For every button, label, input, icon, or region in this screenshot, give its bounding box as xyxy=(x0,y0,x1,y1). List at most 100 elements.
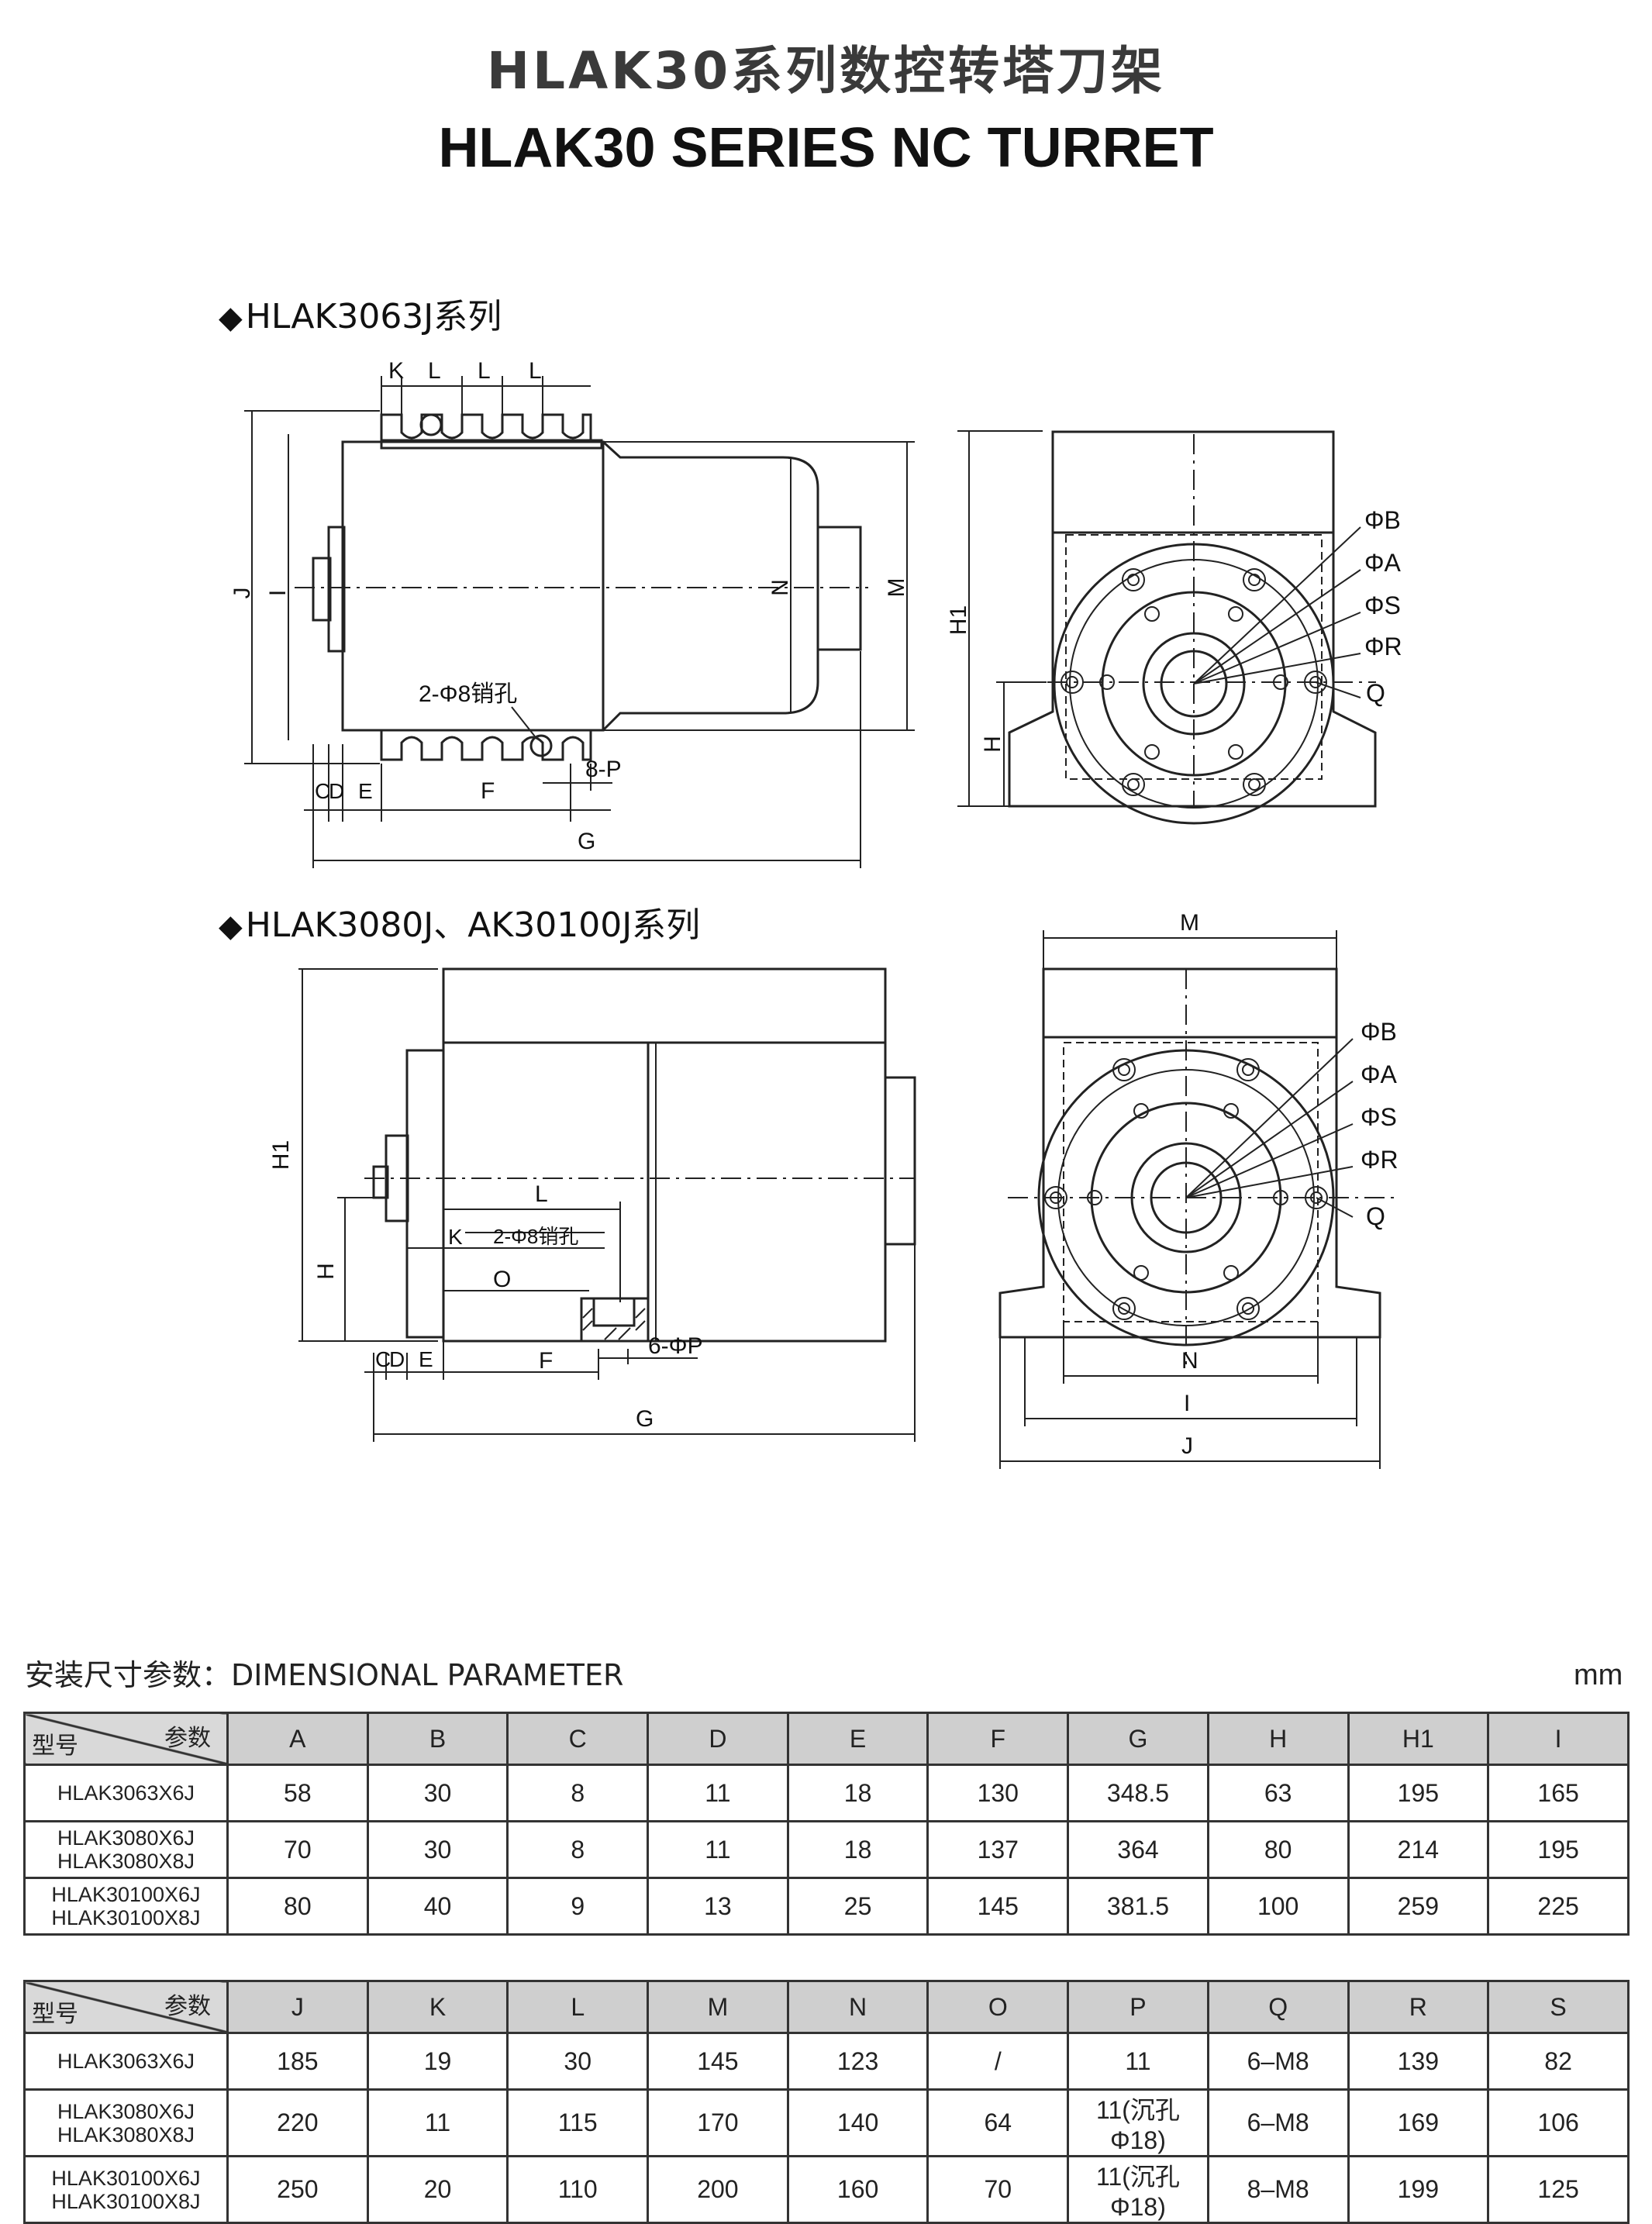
value-cell: 11 xyxy=(647,1764,789,1822)
column-header: Q xyxy=(1206,1980,1350,2034)
value-cell: 115 xyxy=(506,2088,650,2157)
value-cell: 100 xyxy=(1206,1877,1350,1936)
column-header: M xyxy=(647,1980,789,2034)
value-cell: 364 xyxy=(1067,1820,1209,1879)
label-f: F xyxy=(539,1348,553,1374)
label-phi-a: ΦA xyxy=(1364,549,1402,577)
value-cell: 137 xyxy=(926,1820,1070,1879)
corner-model-label: 型号 xyxy=(32,1733,78,1760)
value-cell: 165 xyxy=(1487,1764,1630,1822)
label-q: Q xyxy=(1366,679,1385,707)
column-header: L xyxy=(506,1980,650,2034)
label-d: D xyxy=(329,779,344,803)
value-cell: 18 xyxy=(786,1820,929,1879)
column-header: I xyxy=(1487,1712,1630,1766)
label-c: C xyxy=(315,779,330,803)
value-cell: 381.5 xyxy=(1067,1877,1209,1936)
label-phi-r: ΦR xyxy=(1361,1146,1399,1174)
value-cell: 8–M8 xyxy=(1206,2155,1350,2224)
column-header: R xyxy=(1347,1980,1490,2034)
column-header: N xyxy=(786,1980,929,2034)
label-i: I xyxy=(265,590,291,596)
model-name: HLAK30100X6J xyxy=(51,2166,201,2190)
value-cell: 225 xyxy=(1487,1877,1630,1936)
value-cell: 214 xyxy=(1347,1820,1490,1879)
drawing-2-front-view: M ΦB ΦA ΦS ΦR Q N I J xyxy=(998,910,1399,1469)
title-chinese: HLAK30系列数控转塔刀架 xyxy=(486,41,1166,101)
value-cell: 80 xyxy=(226,1877,369,1936)
body-outline xyxy=(341,440,605,732)
label-h1: H1 xyxy=(268,1140,294,1170)
label-e: E xyxy=(419,1347,433,1371)
value-cell: 185 xyxy=(226,2032,369,2091)
label-pin-hole: 2-Φ8销孔 xyxy=(419,681,517,707)
value-cell: 220 xyxy=(226,2088,369,2157)
corner-param-label: 参数 xyxy=(164,1725,211,1752)
model-cell: HLAK3063X6J xyxy=(23,1764,229,1822)
label-e: E xyxy=(358,779,373,803)
value-cell: 30 xyxy=(366,1764,509,1822)
value-cell: 64 xyxy=(926,2088,1070,2157)
drawing-1-side-view: 2-Φ8销孔 8-P K L L L J I N M C D E F G xyxy=(229,358,915,868)
label-n: N xyxy=(1181,1348,1198,1374)
diamond-bullet-icon: ◆ xyxy=(219,300,243,336)
label-j: J xyxy=(1181,1433,1193,1459)
column-header: H xyxy=(1206,1712,1350,1766)
label-h: H xyxy=(313,1263,339,1280)
value-cell: 160 xyxy=(786,2155,929,2224)
value-cell: 8 xyxy=(506,1764,650,1822)
label-phi-b: ΦB xyxy=(1364,506,1401,534)
section-label-dimensional-parameter: 安装尺寸参数：DIMENSIONAL PARAMETER xyxy=(25,1658,624,1692)
model-name: HLAK3063X6J xyxy=(57,2050,195,2073)
value-cell: 70 xyxy=(926,2155,1070,2224)
model-name: HLAK30100X6J xyxy=(51,1883,201,1906)
column-header: E xyxy=(786,1712,929,1766)
corner-param-label: 参数 xyxy=(164,1993,211,2020)
model-name: HLAK3080X6J xyxy=(57,2099,195,2123)
corner-model-label: 型号 xyxy=(32,2001,78,2028)
label-m: M xyxy=(1180,910,1199,936)
label-q: Q xyxy=(1366,1202,1385,1230)
column-header: P xyxy=(1067,1980,1209,2034)
model-name: HLAK3080X8J xyxy=(57,2122,195,2146)
value-cell: 9 xyxy=(506,1877,650,1936)
value-cell: 123 xyxy=(786,2032,929,2091)
label-8p: 8-P xyxy=(585,757,622,782)
label-l: L xyxy=(535,1181,548,1207)
label-k: K xyxy=(448,1225,463,1249)
label-m: M xyxy=(884,578,909,598)
value-cell: 348.5 xyxy=(1067,1764,1209,1822)
model-name: HLAK30100X8J xyxy=(51,1906,201,1929)
series-heading-3063: ◆HLAK3063J系列 xyxy=(219,288,502,338)
model-cell: HLAK3063X6J xyxy=(23,2032,229,2091)
label-o: O xyxy=(493,1267,511,1292)
value-cell: 20 xyxy=(366,2155,509,2224)
value-cell: 145 xyxy=(647,2032,789,2091)
label-phi-s: ΦS xyxy=(1364,591,1401,619)
label-h: H xyxy=(980,736,1005,753)
unit-label: mm xyxy=(1574,1659,1623,1691)
label-g: G xyxy=(578,829,595,854)
column-header: J xyxy=(226,1980,369,2034)
value-cell: 106 xyxy=(1487,2088,1630,2157)
value-cell: 70 xyxy=(226,1820,369,1879)
value-cell: 30 xyxy=(506,2032,650,2091)
value-cell: 80 xyxy=(1206,1820,1350,1879)
column-header: A xyxy=(226,1712,369,1766)
column-header: B xyxy=(366,1712,509,1766)
table-corner-cell: 参数 型号 xyxy=(23,1712,229,1766)
value-cell: 130 xyxy=(926,1764,1070,1822)
value-cell: 11(沉孔Φ18) xyxy=(1067,2088,1209,2157)
model-name: HLAK30100X8J xyxy=(51,2189,201,2213)
column-header: F xyxy=(926,1712,1070,1766)
